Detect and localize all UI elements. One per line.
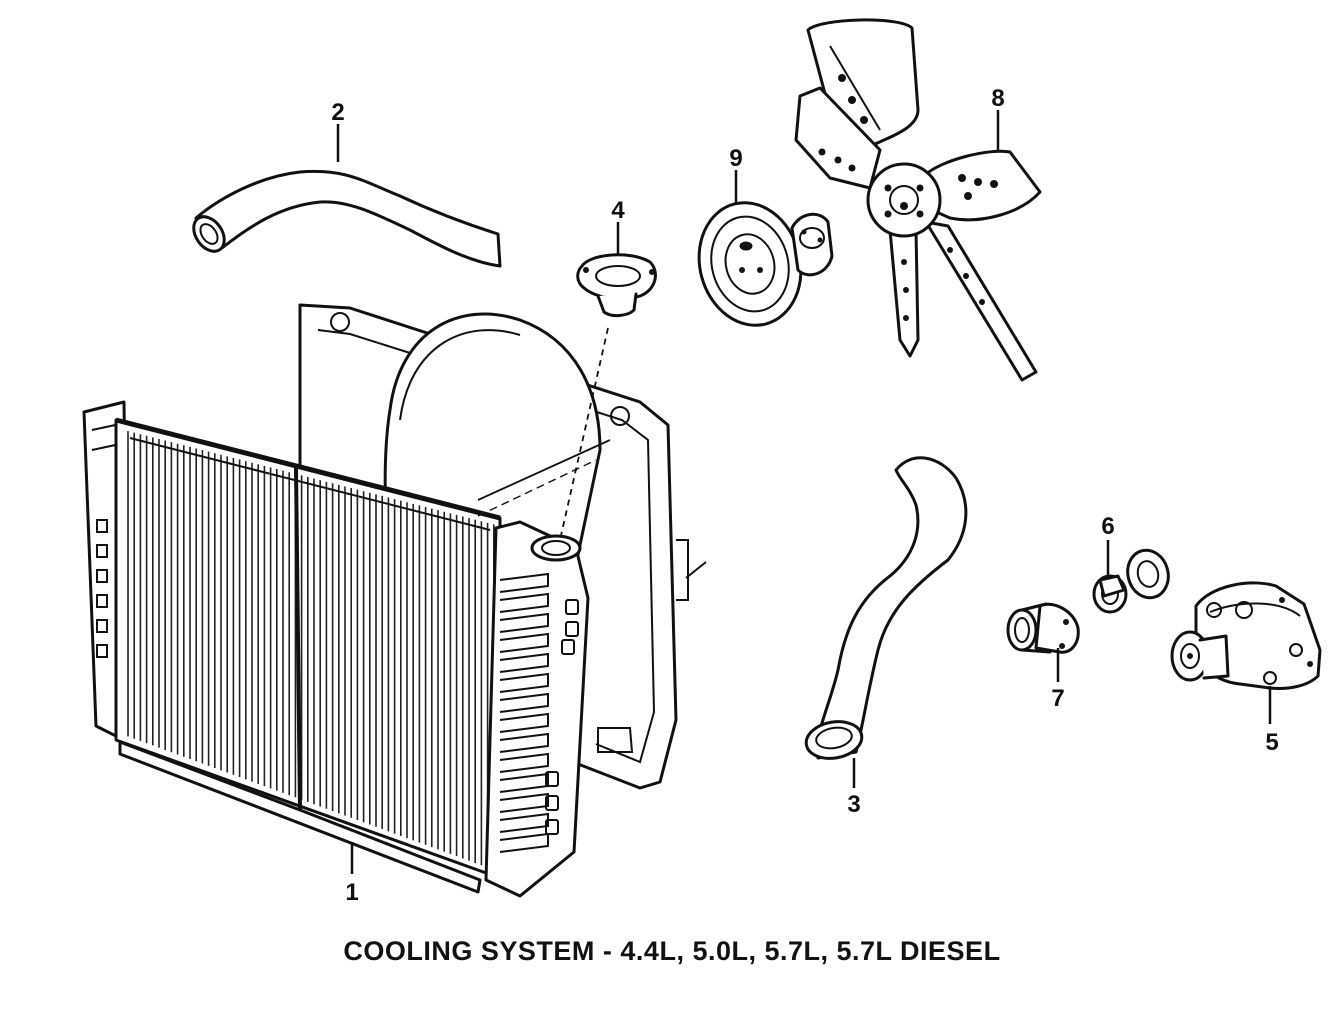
callout-8: 8 (991, 85, 1004, 112)
radiator (82, 400, 590, 898)
callout-4: 4 (611, 197, 625, 224)
fan-clutch (697, 201, 834, 327)
radiator-tank-rib (499, 632, 549, 653)
radiator-tank-rib (499, 692, 549, 713)
radiator-tank-rib (499, 612, 549, 633)
water-pump (1170, 581, 1322, 690)
radiator-tank-rib (499, 792, 549, 813)
callout-6: 6 (1101, 513, 1114, 540)
thermostat (1092, 548, 1170, 614)
radiator-tank-rib (499, 752, 549, 773)
radiator-tank-rib (499, 772, 549, 793)
callout-5: 5 (1265, 729, 1278, 756)
radiator-tank-rib (499, 652, 549, 673)
callout-labels: 2 4 9 8 6 7 5 3 1 (331, 85, 1278, 906)
radiator-tank-rib (499, 712, 549, 733)
upper-radiator-hose (192, 169, 502, 268)
callout-2: 2 (331, 99, 344, 126)
diagram-caption: COOLING SYSTEM - 4.4L, 5.0L, 5.7L, 5.7L … (343, 936, 1001, 966)
callout-3: 3 (847, 791, 860, 818)
radiator-tank-rib (499, 572, 549, 593)
callout-1: 1 (345, 879, 358, 906)
thermostat-housing (1006, 602, 1080, 654)
leader-lines (336, 110, 1272, 874)
radiator-cap (576, 253, 657, 318)
radiator-tank-rib (499, 592, 549, 613)
radiator-tank-rib (499, 732, 549, 753)
radiator-tank-rib (499, 672, 549, 693)
callout-9: 9 (729, 145, 742, 172)
fan-blade (794, 18, 1042, 382)
radiator-tank-rib (499, 832, 549, 853)
lower-radiator-hose (804, 456, 968, 760)
callout-7: 7 (1051, 685, 1064, 712)
